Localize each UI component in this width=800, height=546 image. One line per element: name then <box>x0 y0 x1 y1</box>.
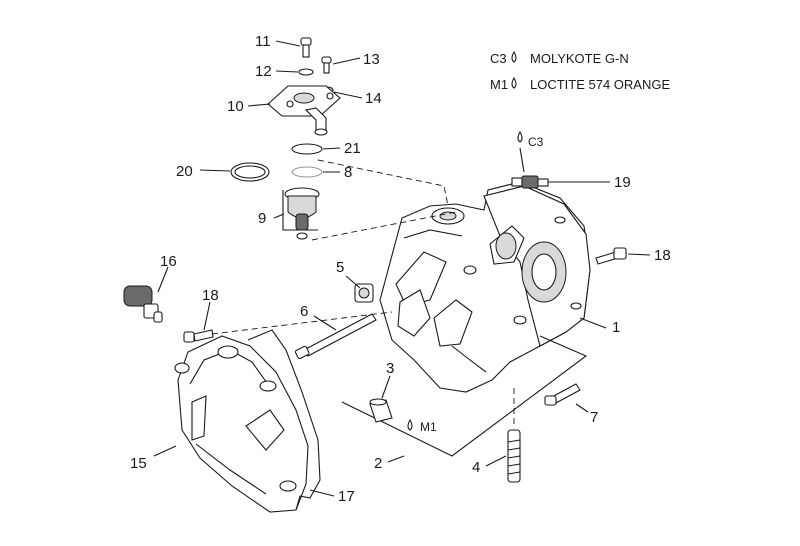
callout-18-left: 18 <box>202 287 219 304</box>
callout-20: 20 <box>176 163 193 180</box>
callout-12: 12 <box>255 63 272 80</box>
callout-1: 1 <box>612 319 620 336</box>
callout-21: 21 <box>344 140 361 157</box>
callout-8: 8 <box>344 164 352 181</box>
thermostat-cover-10 <box>267 85 341 136</box>
sealant-drop-icon <box>511 76 517 89</box>
callout-7: 7 <box>590 409 598 426</box>
valve-cover-15 <box>174 335 309 513</box>
callout-5: 5 <box>336 259 344 276</box>
o-ring-21 <box>291 143 323 155</box>
lubricant-drop-c3 <box>517 130 523 143</box>
sensor-19 <box>511 175 549 189</box>
callout-9: 9 <box>258 210 266 227</box>
callout-numbers: 11 12 13 14 10 21 20 8 9 19 18 16 18 5 6… <box>130 33 671 505</box>
thermostat-9 <box>284 187 320 240</box>
callout-6: 6 <box>300 303 308 320</box>
callout-17: 17 <box>338 488 355 505</box>
sealant-drop-m1 <box>407 418 413 431</box>
seal-20 <box>230 162 270 182</box>
washer-12 <box>298 68 314 76</box>
marker-m1: M1 <box>420 420 437 434</box>
legend: C3 MOLYKOTE G-N M1 LOCTITE 574 ORANGE <box>490 50 670 92</box>
bushing-5 <box>354 283 374 303</box>
guide-line-thermostat <box>311 159 457 241</box>
callout-19: 19 <box>614 174 631 191</box>
stud-4 <box>507 429 521 483</box>
bolt-18-right <box>595 247 627 265</box>
screw-11 <box>300 37 312 58</box>
legend-text-loctite: LOCTITE 574 ORANGE <box>530 77 670 92</box>
o-ring-8 <box>291 166 323 178</box>
callout-14: 14 <box>365 90 382 107</box>
c3-pointer <box>519 147 525 173</box>
marker-c3: C3 <box>528 135 544 149</box>
callout-2: 2 <box>374 455 382 472</box>
bolt-7 <box>544 383 581 406</box>
bolt-6 <box>294 313 377 360</box>
callout-16: 16 <box>160 253 177 270</box>
callout-3: 3 <box>386 360 394 377</box>
callout-18-right: 18 <box>654 247 671 264</box>
gasket-plane-2 <box>341 335 588 457</box>
leader-lines <box>153 40 651 497</box>
callout-15: 15 <box>130 455 147 472</box>
callout-4: 4 <box>472 459 480 476</box>
bracket-9 <box>282 190 318 231</box>
cylinder-head-1 <box>379 181 591 393</box>
dowel-3 <box>369 398 393 423</box>
legend-code-c3: C3 <box>490 51 507 66</box>
bolt-18-left <box>183 329 214 343</box>
callout-13: 13 <box>363 51 380 68</box>
gasket-17 <box>247 329 321 511</box>
guide-line-18a <box>211 311 393 335</box>
thermostat-housing-group <box>230 37 341 240</box>
legend-text-molykote: MOLYKOTE G-N <box>530 51 629 66</box>
callout-11: 11 <box>255 33 271 50</box>
screw-13 <box>321 56 332 74</box>
plug-16 <box>123 285 163 323</box>
callout-10: 10 <box>227 98 244 115</box>
lubricant-drop-icon <box>511 50 517 63</box>
legend-code-m1: M1 <box>490 77 508 92</box>
